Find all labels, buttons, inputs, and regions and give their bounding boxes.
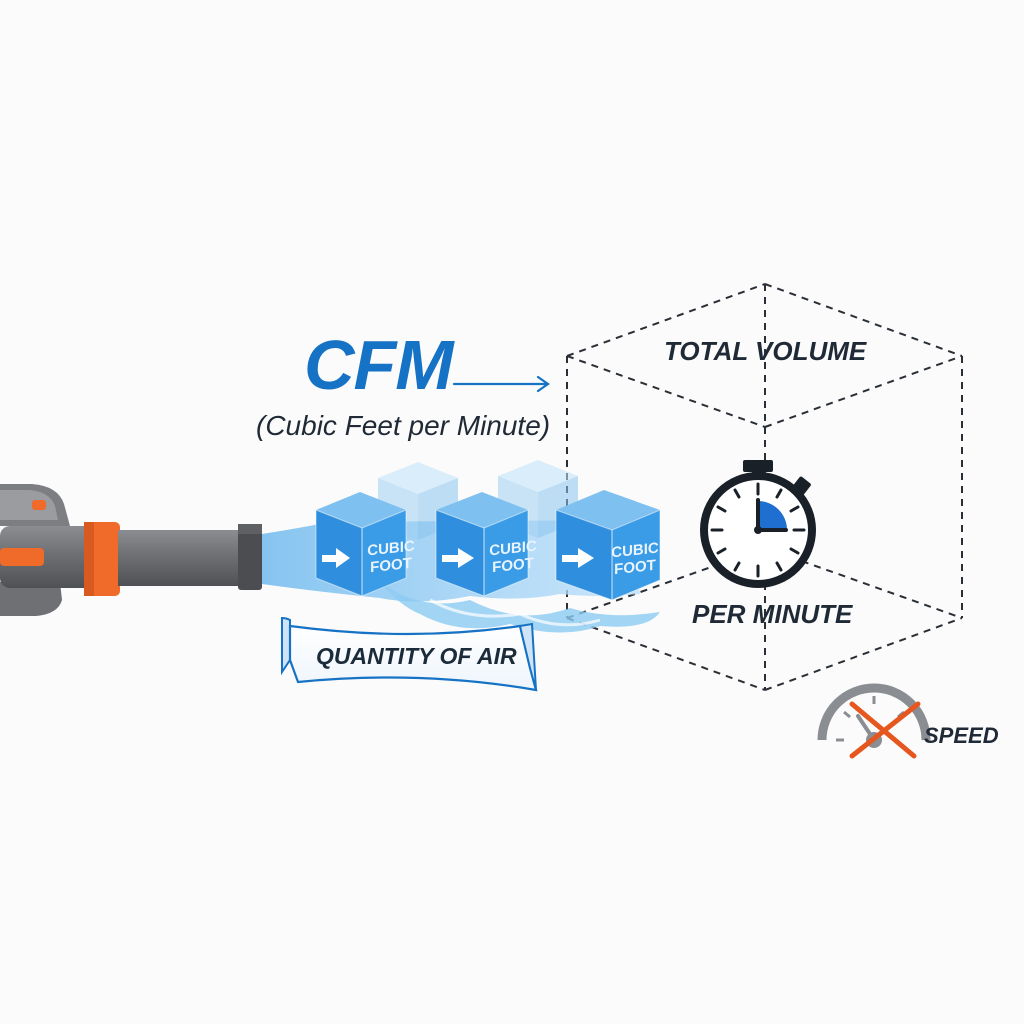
arrow-icon <box>442 548 474 568</box>
stopwatch-icon <box>700 460 816 588</box>
ribbon-banner <box>281 616 538 692</box>
quantity-of-air-label: QUANTITY OF AIR <box>316 643 517 669</box>
total-volume-label: TOTAL VOLUME <box>664 336 867 366</box>
arrow-icon <box>452 375 550 393</box>
cfm-title: CFM <box>304 326 454 404</box>
arrow-icon <box>322 548 350 568</box>
leaf-blower-icon <box>0 484 262 616</box>
speedometer-icon <box>817 683 931 759</box>
cube-front-1 <box>315 492 407 597</box>
arrow-icon <box>562 548 594 568</box>
cube-front-2 <box>435 492 529 597</box>
cfm-subtitle: (Cubic Feet per Minute) <box>256 410 551 441</box>
cube-front-3 <box>555 490 661 601</box>
speed-label: SPEED <box>924 723 999 748</box>
per-minute-label: PER MINUTE <box>692 599 853 629</box>
cross-icon <box>849 701 921 759</box>
